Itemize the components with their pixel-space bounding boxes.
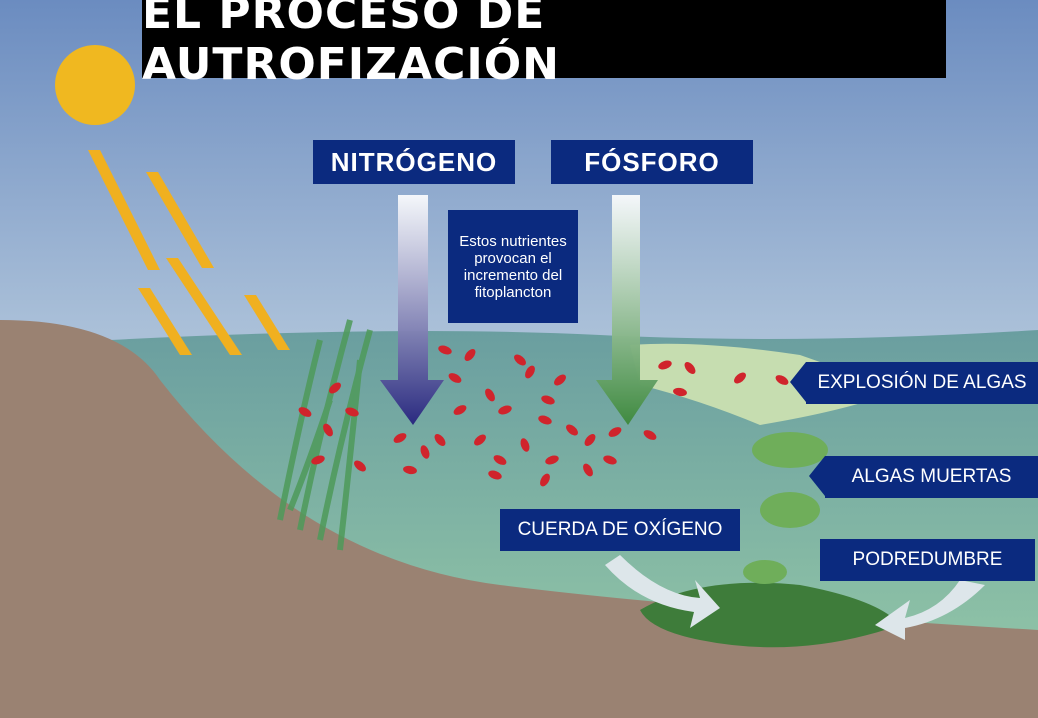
phosphorus-label: FÓSFORO [551, 140, 753, 184]
phytoplankton-particle [464, 349, 476, 361]
algae-bloom-tag: EXPLOSIÓN DE ALGAS [790, 362, 1038, 404]
phytoplankton-particle [498, 405, 512, 415]
dead-algae-label: ALGAS MUERTAS [825, 456, 1038, 498]
phytoplankton-particle [545, 455, 559, 465]
nitrogen-label: NITRÓGENO [313, 140, 515, 184]
dead-algae-tag: ALGAS MUERTAS [809, 456, 1038, 498]
decay-label: PODREDUMBRE [820, 539, 1035, 581]
algae-bloom-area [630, 343, 900, 425]
phytoplankton-particle [329, 382, 341, 394]
phytoplankton-particle [403, 465, 417, 475]
phytoplankton-group [298, 345, 789, 487]
phosphorus-arrow [596, 195, 658, 425]
phytoplankton-particle [514, 354, 526, 366]
phytoplankton-particle [485, 388, 495, 402]
phytoplankton-particle [345, 407, 359, 417]
decay-arrow [875, 580, 985, 640]
phytoplankton-particle [658, 360, 672, 370]
phytoplankton-particle [603, 455, 617, 465]
phytoplankton-particle [673, 387, 687, 397]
phytoplankton-particle [453, 405, 467, 415]
page-title: EL PROCESO DE AUTROFIZACIÓN [142, 0, 946, 90]
phytoplankton-particle [298, 407, 312, 417]
phytoplankton-particle [493, 455, 507, 465]
phytoplankton-particle [643, 430, 657, 440]
phytoplankton-particle [566, 424, 578, 436]
nutrient-note: Estos nutrientes provocan el incremento … [448, 210, 578, 323]
oxygen-rope-label: CUERDA DE OXÍGENO [500, 509, 740, 551]
phytoplankton-particle [608, 427, 622, 437]
phytoplankton-particle [354, 460, 366, 472]
pointer-icon [790, 362, 806, 402]
phytoplankton-particle [584, 434, 596, 446]
phytoplankton-particle [583, 463, 593, 477]
phytoplankton-particle [420, 445, 430, 459]
oxygen-arrow [605, 555, 720, 628]
phytoplankton-particle [323, 423, 333, 437]
pointer-icon [809, 456, 825, 496]
phytoplankton-particle [434, 434, 446, 446]
sun-icon [55, 45, 135, 125]
sun-rays [88, 150, 290, 355]
phytoplankton-particle [488, 470, 502, 480]
phytoplankton-particle [311, 455, 325, 465]
phytoplankton-particle [474, 434, 486, 446]
nitrogen-arrow [380, 195, 444, 425]
phytoplankton-particle [438, 345, 452, 355]
phytoplankton-particle [540, 473, 550, 487]
phytoplankton-particle [525, 365, 535, 379]
phytoplankton-particle [554, 374, 566, 386]
phytoplankton-particle [775, 375, 789, 385]
seagrass [277, 319, 373, 551]
phytoplankton-particle [684, 362, 696, 374]
phytoplankton-particle [393, 433, 407, 443]
algae-bloom-label: EXPLOSIÓN DE ALGAS [806, 362, 1038, 404]
phytoplankton-particle [520, 438, 530, 452]
phytoplankton-particle [448, 373, 462, 383]
phytoplankton-particle [734, 372, 746, 384]
phytoplankton-particle [541, 395, 555, 405]
phytoplankton-particle [538, 415, 552, 425]
